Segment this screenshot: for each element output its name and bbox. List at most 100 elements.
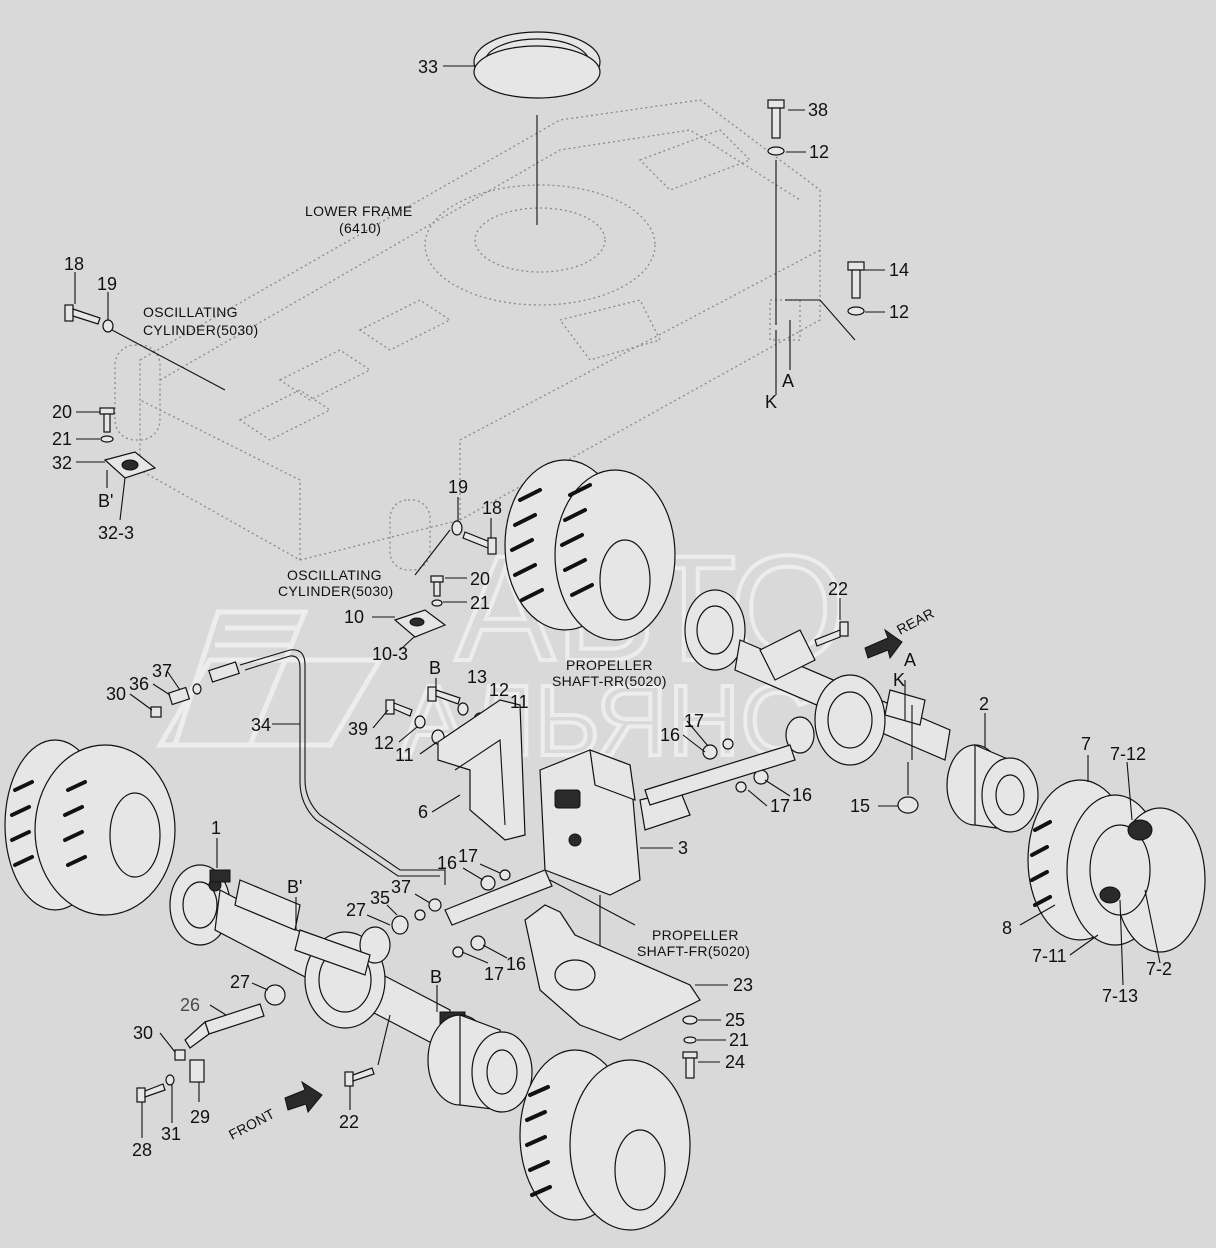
front-hub-right xyxy=(427,1014,533,1113)
callout-A-top: A xyxy=(782,371,794,391)
callout-35: 35 xyxy=(370,888,390,908)
rear-hub-right xyxy=(946,744,1039,833)
callout-37-b: 37 xyxy=(391,877,411,897)
callout-19-b: 19 xyxy=(448,477,468,497)
washer-12-top xyxy=(767,146,785,156)
callout-18-a: 18 xyxy=(64,254,84,274)
washer-31 xyxy=(165,1074,175,1086)
callout-12-c: 12 xyxy=(489,680,509,700)
pin-26 xyxy=(184,1003,265,1049)
callout-17-a: 17 xyxy=(684,711,704,731)
callout-18-b: 18 xyxy=(482,498,502,518)
callout-3: 3 xyxy=(678,838,688,858)
callout-8: 8 xyxy=(1002,918,1012,938)
bracket-32 xyxy=(103,451,157,479)
washer-19-mid xyxy=(451,520,463,536)
callout-B-prime-top: B' xyxy=(98,491,113,511)
caption-prop-rr-1: PROPELLER xyxy=(566,657,653,673)
bolt-14 xyxy=(847,261,865,299)
washer-25 xyxy=(682,1015,698,1025)
bracket-10 xyxy=(393,609,447,638)
callout-16-a: 16 xyxy=(660,725,680,745)
callout-20-a: 20 xyxy=(52,402,72,422)
nut-16-rear-a xyxy=(702,744,718,760)
washer-17-front-a xyxy=(499,869,511,881)
callout-17-d: 17 xyxy=(484,964,504,984)
callout-6: 6 xyxy=(418,802,428,822)
callout-39: 39 xyxy=(348,719,368,739)
callout-28: 28 xyxy=(132,1140,152,1160)
callout-17-b: 17 xyxy=(770,796,790,816)
caption-prop-fr-1: PROPELLER xyxy=(652,927,739,943)
callout-11-b: 11 xyxy=(395,745,414,765)
callout-A-rear: A xyxy=(904,650,916,670)
callout-7-13: 7-13 xyxy=(1102,986,1138,1006)
fitting-36 xyxy=(167,686,191,706)
callout-38: 38 xyxy=(808,100,828,120)
callout-34: 34 xyxy=(251,715,271,735)
callout-37-a: 37 xyxy=(152,661,172,681)
callout-7-11: 7-11 xyxy=(1032,946,1067,966)
callouts: 33 38 12 14 12 A K 18 19 20 21 32 B' 32-… xyxy=(52,57,1172,1160)
washer-12-left xyxy=(414,715,426,729)
callout-12-d: 12 xyxy=(374,733,394,753)
callout-B-mid: B xyxy=(429,658,441,678)
callout-10: 10 xyxy=(344,607,364,627)
callout-29: 29 xyxy=(190,1107,210,1127)
guard-23 xyxy=(524,904,701,1041)
callout-B-prime-front: B' xyxy=(287,877,302,897)
grease-nipple-30-top xyxy=(150,706,162,718)
bolt-20-mid xyxy=(430,575,444,597)
plate-29 xyxy=(189,1059,205,1083)
callout-13: 13 xyxy=(467,667,487,687)
front-arrow xyxy=(284,1080,323,1114)
washer-17-rear-b xyxy=(735,781,747,793)
bolt-22-front xyxy=(344,1067,375,1087)
caption-lower-frame: LOWER FRAME xyxy=(305,203,413,219)
callout-17-c: 17 xyxy=(458,846,478,866)
bolt-18-mid xyxy=(462,531,497,555)
caption-osc-cyl-top-2: CYLINDER(5030) xyxy=(143,322,258,338)
callout-11-a: 11 xyxy=(510,692,529,712)
washer-21-mid xyxy=(431,599,443,607)
callout-32: 32 xyxy=(52,453,72,473)
callout-16-c: 16 xyxy=(437,853,457,873)
bolt-24 xyxy=(682,1051,698,1079)
transmission-3 xyxy=(539,749,691,896)
caption-lower-frame-code: (6410) xyxy=(339,220,381,236)
bolt-13 xyxy=(427,686,461,705)
callout-20-b: 20 xyxy=(470,569,490,589)
callout-12-b: 12 xyxy=(889,302,909,322)
callout-10-3: 10-3 xyxy=(372,644,408,664)
propeller-shaft-fr xyxy=(444,869,553,926)
callout-25: 25 xyxy=(725,1010,745,1030)
grease-nipple-30-front xyxy=(174,1049,186,1061)
callout-33: 33 xyxy=(418,57,438,77)
callout-31: 31 xyxy=(161,1124,181,1144)
rear-axle-housing xyxy=(684,589,951,766)
fitting-37-top xyxy=(208,661,240,683)
caption-osc-cyl-mid-2: CYLINDER(5030) xyxy=(278,583,393,599)
front-tire-right xyxy=(519,1049,691,1231)
hose-34 xyxy=(239,649,446,885)
callout-22-front: 22 xyxy=(339,1112,359,1132)
caption-rear: REAR xyxy=(894,605,937,638)
fitting-37-front xyxy=(428,898,442,912)
callout-B-front: B xyxy=(430,967,442,987)
oring-37 xyxy=(192,683,202,695)
front-axle-housing xyxy=(169,864,466,1051)
callout-1: 1 xyxy=(211,818,221,838)
lower-frame-phantom xyxy=(114,99,821,571)
washer-19-top xyxy=(102,319,114,333)
caption-osc-cyl-top-1: OSCILLATING xyxy=(143,304,238,320)
callout-19-a: 19 xyxy=(97,274,117,294)
leader-lines xyxy=(74,65,1161,1138)
bolt-22-rear xyxy=(814,621,849,647)
propeller-shaft-rr xyxy=(644,744,796,806)
bolt-20-top xyxy=(99,407,115,433)
washer-12-mid xyxy=(457,702,469,716)
callout-16-d: 16 xyxy=(506,954,526,974)
callout-27-a: 27 xyxy=(346,900,366,920)
caption-front: FRONT xyxy=(226,1105,278,1143)
